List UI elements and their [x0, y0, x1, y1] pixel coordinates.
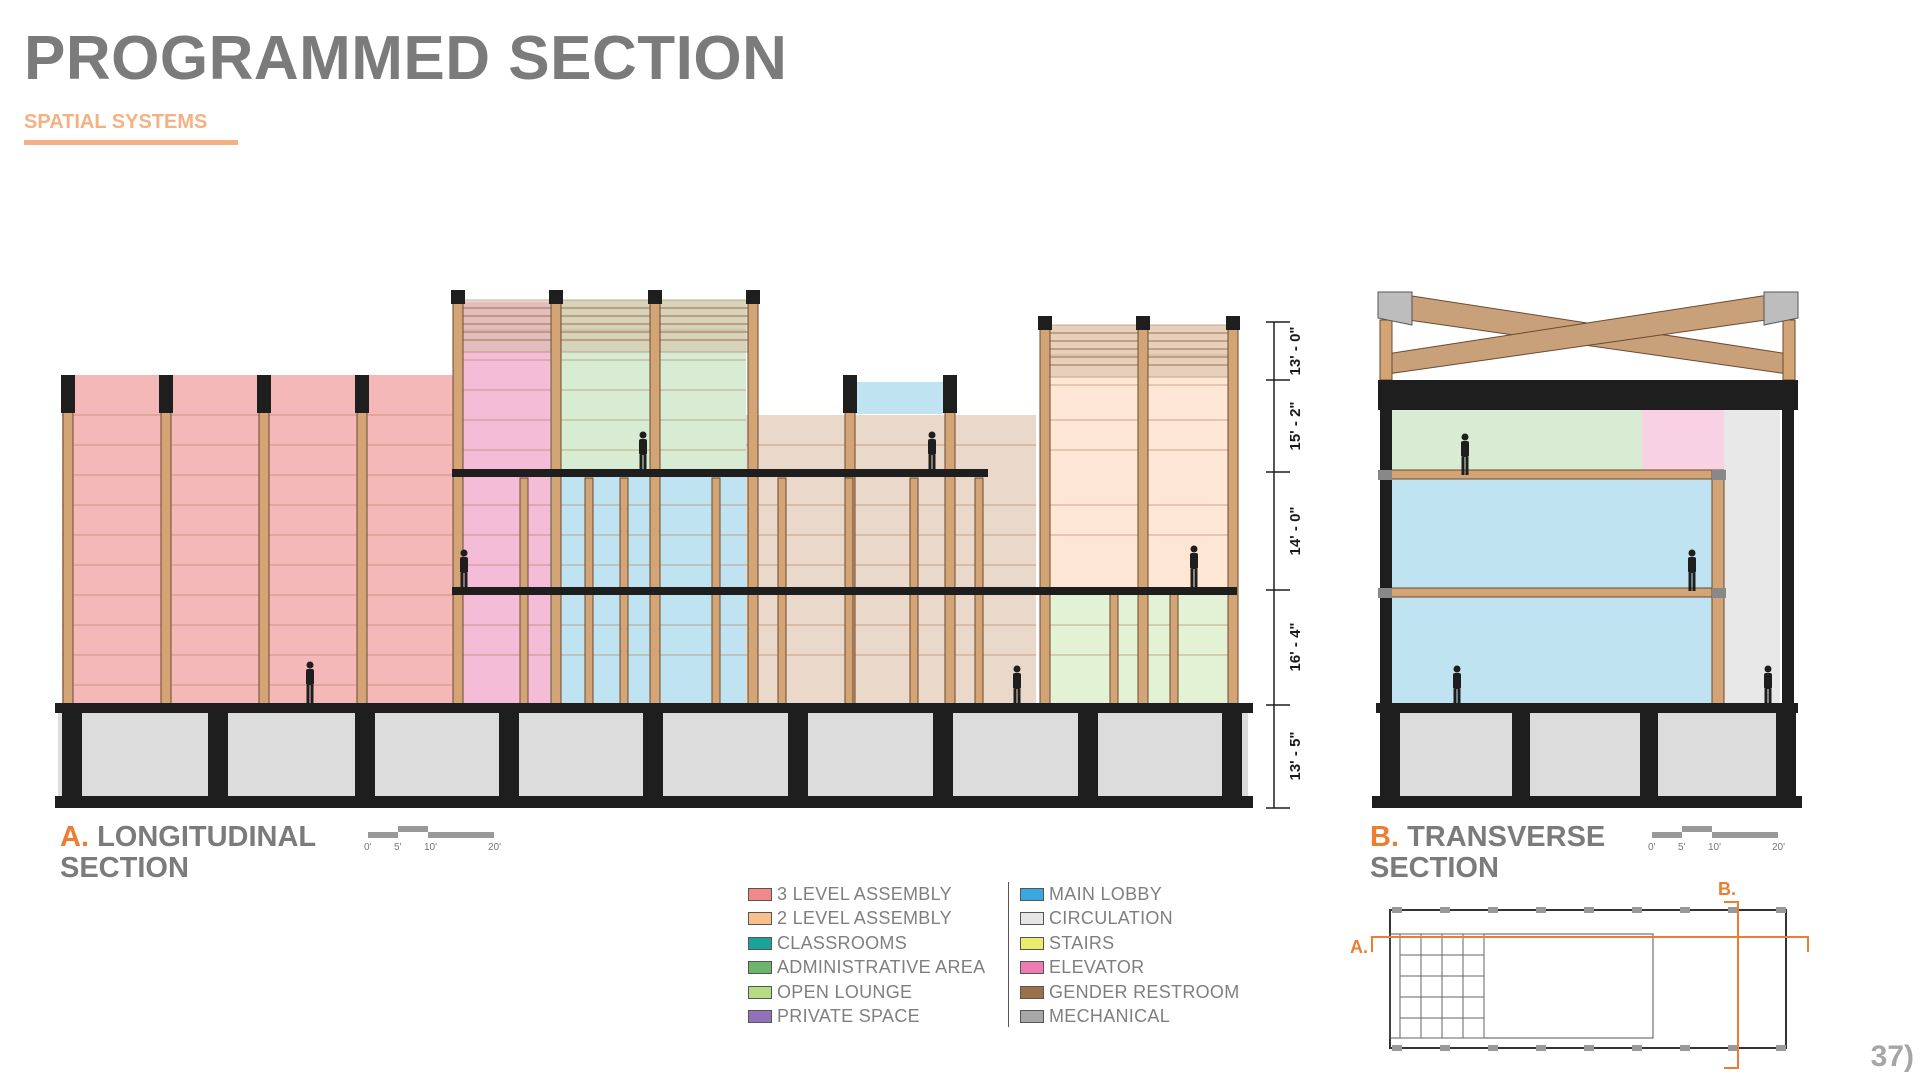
zone-elevator — [1642, 410, 1724, 473]
svg-text:0': 0' — [364, 842, 372, 853]
svg-text:5': 5' — [1678, 842, 1686, 853]
zone-admin — [1390, 410, 1642, 473]
section-label-b-line2: SECTION — [1370, 852, 1499, 884]
legend-swatch — [1020, 887, 1044, 901]
roof-slats — [457, 299, 1233, 378]
basement — [55, 703, 1253, 808]
legend-column-left: 3 LEVEL ASSEMBLY 2 LEVEL ASSEMBLY CLASSR… — [748, 882, 985, 1029]
legend-item: 3 LEVEL ASSEMBLY — [748, 882, 985, 907]
legend-item: MAIN LOBBY — [1020, 882, 1240, 907]
section-letter-b: B. — [1370, 821, 1399, 853]
svg-text:10': 10' — [1708, 842, 1721, 853]
legend-swatch — [1020, 1010, 1044, 1024]
longitudinal-section: 13' - 0" 15' - 2" 14' - 0" 16' - 4" 13' … — [55, 290, 1304, 853]
svg-text:10': 10' — [424, 842, 437, 853]
cut-label-a: A. — [1350, 937, 1368, 957]
legend-divider — [1008, 882, 1009, 1027]
legend-item: GENDER RESTROOM — [1020, 980, 1240, 1005]
legend-swatch — [748, 961, 772, 975]
svg-text:20': 20' — [1772, 842, 1785, 853]
section-label-b-line1: TRANSVERSE — [1407, 821, 1606, 853]
post-caps — [61, 290, 1240, 413]
legend-column-right: MAIN LOBBY CIRCULATION STAIRS ELEVATOR G… — [1020, 882, 1240, 1029]
legend-swatch — [1020, 985, 1044, 999]
legend-item: CIRCULATION — [1020, 907, 1240, 932]
zone-open-lounge — [1040, 590, 1232, 705]
roof-truss — [1377, 291, 1799, 410]
transverse-figures — [1453, 433, 1772, 707]
legend-swatch — [748, 936, 772, 950]
page-number: 37) — [1870, 1040, 1914, 1073]
subtitle-underline — [24, 140, 238, 145]
dimension-4: 16' - 4" — [1287, 622, 1304, 671]
legend-item: CLASSROOMS — [748, 931, 985, 956]
transverse-floors — [1378, 405, 1794, 706]
legend-item: OPEN LOUNGE — [748, 980, 985, 1005]
cut-label-b: B. — [1718, 879, 1736, 899]
transverse-basement — [1372, 703, 1802, 808]
legend-item: PRIVATE SPACE — [748, 1005, 985, 1030]
section-label-a-line1: LONGITUDINAL — [97, 821, 317, 853]
key-plan: A. B. — [1350, 879, 1809, 1069]
section-label-transverse: B. TRANSVERSE SECTION — [1370, 822, 1605, 884]
zone-restroom-lounge — [746, 415, 1036, 705]
legend-swatch — [748, 887, 772, 901]
section-label-a-line2: SECTION — [60, 852, 189, 884]
program-legend: 3 LEVEL ASSEMBLY 2 LEVEL ASSEMBLY CLASSR… — [748, 882, 1268, 1032]
svg-text:20': 20' — [488, 842, 501, 853]
page-subtitle: SPATIAL SYSTEMS — [24, 111, 208, 133]
legend-swatch — [1020, 912, 1044, 926]
scale-bar-a: 0' 5' 10' 20' — [364, 826, 501, 853]
dimension-string — [1266, 321, 1290, 809]
legend-item: 2 LEVEL ASSEMBLY — [748, 907, 985, 932]
dimension-1: 13' - 0" — [1287, 326, 1304, 375]
scale-bar-b: 0' 5' 10' 20' — [1648, 826, 1785, 853]
legend-swatch — [1020, 961, 1044, 975]
legend-item: ELEVATOR — [1020, 956, 1240, 981]
zone-circulation — [1724, 410, 1780, 705]
legend-swatch — [748, 1010, 772, 1024]
key-plan-columns — [1392, 907, 1786, 1051]
page-title: PROGRAMMED SECTION — [24, 24, 788, 93]
transverse-section: 0' 5' 10' 20' — [1372, 291, 1802, 853]
legend-swatch — [748, 985, 772, 999]
key-plan-cut-lines — [1371, 901, 1809, 1069]
dimension-3: 14' - 0" — [1287, 506, 1304, 555]
legend-item: ADMINISTRATIVE AREA — [748, 956, 985, 981]
section-letter-a: A. — [60, 821, 89, 853]
legend-swatch — [1020, 936, 1044, 950]
legend-item: STAIRS — [1020, 931, 1240, 956]
zone-small-lobby — [852, 382, 944, 414]
legend-item: MECHANICAL — [1020, 1005, 1240, 1030]
svg-text:5': 5' — [394, 842, 402, 853]
legend-swatch — [748, 912, 772, 926]
floor-beams — [452, 469, 1237, 595]
key-plan-stair-grid — [1399, 933, 1485, 1039]
scale-figures — [306, 431, 1198, 707]
zone-elevator-stair — [458, 302, 550, 705]
section-label-longitudinal: A. LONGITUDINAL SECTION — [60, 822, 316, 884]
svg-text:0': 0' — [1648, 842, 1656, 853]
dimension-5: 13' - 5" — [1287, 731, 1304, 780]
dimension-2: 15' - 2" — [1287, 401, 1304, 450]
